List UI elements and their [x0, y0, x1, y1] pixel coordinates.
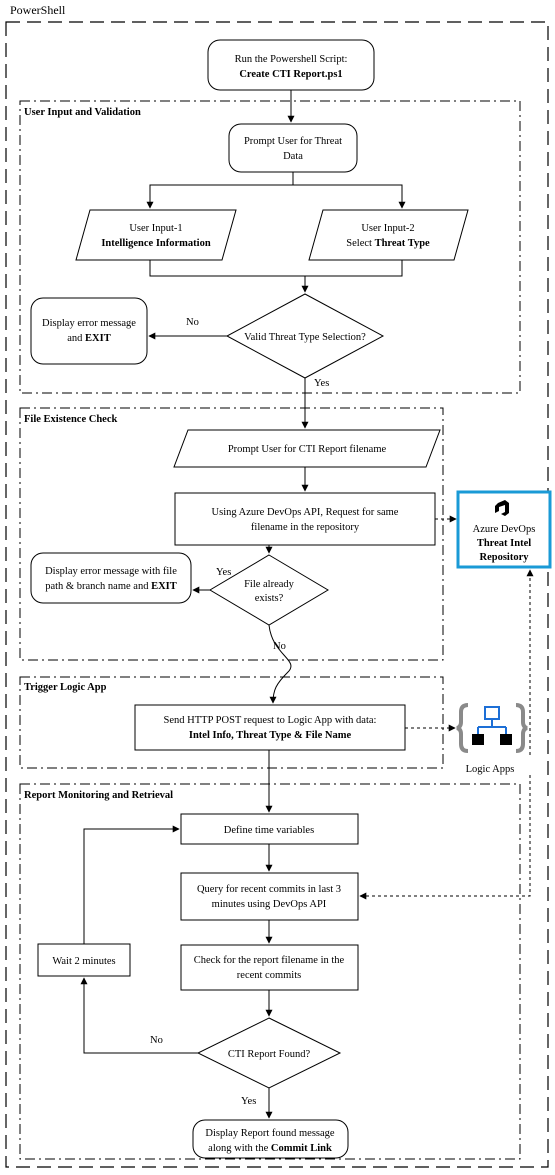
edge-logic-to-query: [359, 775, 531, 900]
error2-line2-plain: path & branch name and: [45, 581, 151, 592]
found-decision-text: CTI Report Found?: [228, 1049, 311, 1060]
azure-line1: Azure DevOps: [473, 524, 536, 535]
exists-line2: exists?: [255, 593, 284, 604]
node-input-1: [75, 209, 237, 261]
api-request-line1: Using Azure DevOps API, Request for same: [212, 507, 399, 518]
exists-line1: File already: [244, 579, 295, 590]
input2-line2-bold: Threat Type: [375, 238, 430, 249]
node-error-1: [30, 297, 148, 365]
group-monitoring: [19, 783, 521, 1160]
edge-prompt-to-input2: [293, 184, 406, 209]
display-found-line2: along with the Commit Link: [208, 1143, 332, 1154]
valid-decision-text: Valid Threat Type Selection?: [244, 332, 366, 343]
label-no-2: No: [273, 641, 286, 652]
define-time-text: Define time variables: [224, 825, 314, 836]
edge-no-to-http: [268, 624, 292, 704]
display-found-line1: Display Report found message: [205, 1128, 335, 1139]
display-found-bold: Commit Link: [271, 1143, 332, 1154]
input2-line2-plain: Select: [346, 238, 374, 249]
check-line1: Check for the report filename in the: [194, 955, 345, 966]
display-found-plain: along with the: [208, 1143, 271, 1154]
edge-input1-to-decision: [149, 260, 309, 293]
input2-line2: Select Threat Type: [346, 238, 430, 249]
label-yes-1: Yes: [314, 378, 329, 389]
edge-input2-merge: [305, 260, 403, 277]
node-check-filename: [180, 944, 359, 991]
label-no-1: No: [186, 317, 199, 328]
error2-line2-bold: EXIT: [151, 581, 177, 592]
group-title-trigger: Trigger Logic App: [24, 682, 107, 693]
group-title-monitoring: Report Monitoring and Retrieval: [24, 790, 173, 801]
edge-no-to-wait: [80, 977, 198, 1054]
node-error-2: [30, 552, 192, 604]
input1-line2: Intelligence Information: [101, 238, 211, 249]
query-line2: minutes using DevOps API: [212, 899, 327, 910]
label-no-3: No: [150, 1035, 163, 1046]
http-post-line1: Send HTTP POST request to Logic App with…: [164, 715, 377, 726]
outer-title: PowerShell: [10, 3, 66, 17]
dashed-edges: [359, 515, 534, 900]
api-request-line2: filename in the repository: [251, 522, 360, 533]
azure-line3: Repository: [480, 552, 530, 563]
error2-line1: Display error message with file: [45, 566, 177, 577]
node-prompt-filename: [173, 429, 441, 468]
node-api-request: [174, 492, 436, 546]
node-define-time: [180, 813, 359, 845]
run-script-line1: Run the Powershell Script:: [235, 54, 348, 65]
decision-file-exists: [209, 554, 329, 626]
powershell-container: [5, 21, 549, 1168]
logic-apps-icon: [456, 703, 528, 753]
azure-line2: Threat Intel: [477, 538, 531, 549]
node-prompt-threat: [228, 123, 358, 173]
check-line2: recent commits: [237, 970, 301, 981]
node-query-commits: [180, 872, 359, 921]
input2-line1: User Input-2: [361, 223, 414, 234]
logic-apps-label: Logic Apps: [466, 764, 515, 775]
node-input-2: [308, 209, 469, 261]
group-file-check: [19, 407, 444, 661]
node-http-post: [134, 704, 406, 751]
edge-prompt-to-input1: [146, 172, 294, 209]
edge-wait-to-define: [83, 825, 180, 944]
azure-devops-icon: [495, 500, 509, 516]
error1-line1: Display error message: [42, 318, 136, 329]
edges: [80, 90, 406, 1119]
input1-line1: User Input-1: [129, 223, 182, 234]
prompt-filename-text: Prompt User for CTI Report filename: [228, 444, 387, 455]
group-trigger: [19, 676, 444, 769]
error1-line2: and EXIT: [67, 333, 110, 344]
query-line1: Query for recent commits in last 3: [197, 884, 341, 895]
http-post-line2: Intel Info, Threat Type & File Name: [189, 730, 352, 741]
error2-line2: path & branch name and EXIT: [45, 581, 177, 592]
error1-line2-plain: and: [67, 333, 85, 344]
prompt-threat-line2: Data: [283, 151, 303, 162]
wait-text: Wait 2 minutes: [52, 956, 115, 967]
group-title-user-input: User Input and Validation: [24, 107, 141, 118]
node-display-found: [192, 1119, 349, 1159]
label-yes-3: Yes: [241, 1096, 256, 1107]
node-wait: [37, 943, 131, 977]
group-user-input: [19, 100, 521, 394]
group-title-file-check: File Existence Check: [24, 414, 117, 425]
run-script-line2: Create CTI Report.ps1: [239, 69, 342, 80]
label-yes-2: Yes: [216, 567, 231, 578]
error1-line2-bold: EXIT: [85, 333, 111, 344]
node-run-script: [207, 39, 375, 91]
prompt-threat-line1: Prompt User for Threat: [244, 136, 342, 147]
